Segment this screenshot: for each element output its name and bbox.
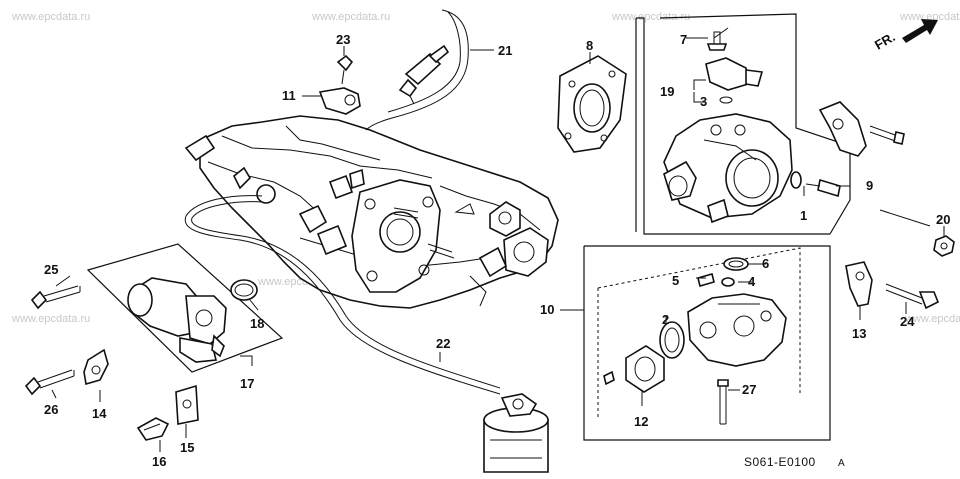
callout-2: 2 [662,312,669,327]
callout-7: 7 [680,32,687,47]
callout-4: 4 [748,274,756,289]
front-direction-indicator: FR. [872,19,938,53]
diagram-code-text: S061-E0100 [744,455,816,469]
callout-8: 8 [586,38,593,53]
callout-25: 25 [44,262,58,277]
watermark: www.epcdata.ru [11,313,90,325]
callout-27: 27 [742,382,756,397]
nut-20 [933,235,955,257]
callout-15: 15 [180,440,194,455]
callout-18: 18 [250,316,264,331]
callout-11: 11 [282,88,296,103]
callout-23: 23 [336,32,350,47]
watermark: www.epcdata.ru [904,313,960,325]
callout-6: 6 [762,256,769,271]
callout-19: 19 [660,84,674,99]
iac-valve-assembly [86,243,284,373]
watermark: www.epcdata.ru [11,11,90,23]
callout-14: 14 [92,406,107,421]
o-ring-18 [230,279,258,301]
diagram-code: S061-E0100 A [744,455,845,469]
sensor-15 [175,384,199,425]
callout-13: 13 [852,326,866,341]
lower-right-assembly [583,245,831,441]
bracket-13 [845,261,873,307]
watermark: www.epcdata.ru [611,11,690,23]
bolt-25 [30,285,81,310]
callout-24: 24 [900,314,915,329]
intake-manifold [184,115,559,309]
direction-label: FR. [872,29,898,52]
leader-lines [51,27,945,452]
callout-20: 20 [936,212,950,227]
callout-3: 3 [700,94,707,109]
callout-10: 10 [540,302,554,317]
front-arrow-icon [902,19,938,43]
watermark: www.epcdata.ru [899,11,960,23]
bracket-and-bolt-upper [318,54,361,115]
clip-16 [136,417,170,441]
diagram-code-suffix: A [838,458,845,469]
callout-26: 26 [44,402,58,417]
callout-22: 22 [436,336,450,351]
bolt-26 [24,369,75,396]
callout-labels: 1 2 3 4 5 6 7 8 9 10 11 12 13 14 15 16 1… [44,32,950,469]
vacuum-hose [184,195,501,395]
callout-9: 9 [866,178,873,193]
callout-21: 21 [498,43,512,58]
callout-16: 16 [152,454,166,469]
bracket-14 [83,348,109,386]
breather-hose [365,9,469,131]
callout-5: 5 [672,273,679,288]
canister [483,393,549,473]
watermark: www.epcdata.ru [311,11,390,23]
bolt-24 [885,283,940,310]
callout-17: 17 [240,376,254,391]
callout-1: 1 [800,208,807,223]
throttle-body-group [557,13,905,235]
callout-12: 12 [634,414,648,429]
